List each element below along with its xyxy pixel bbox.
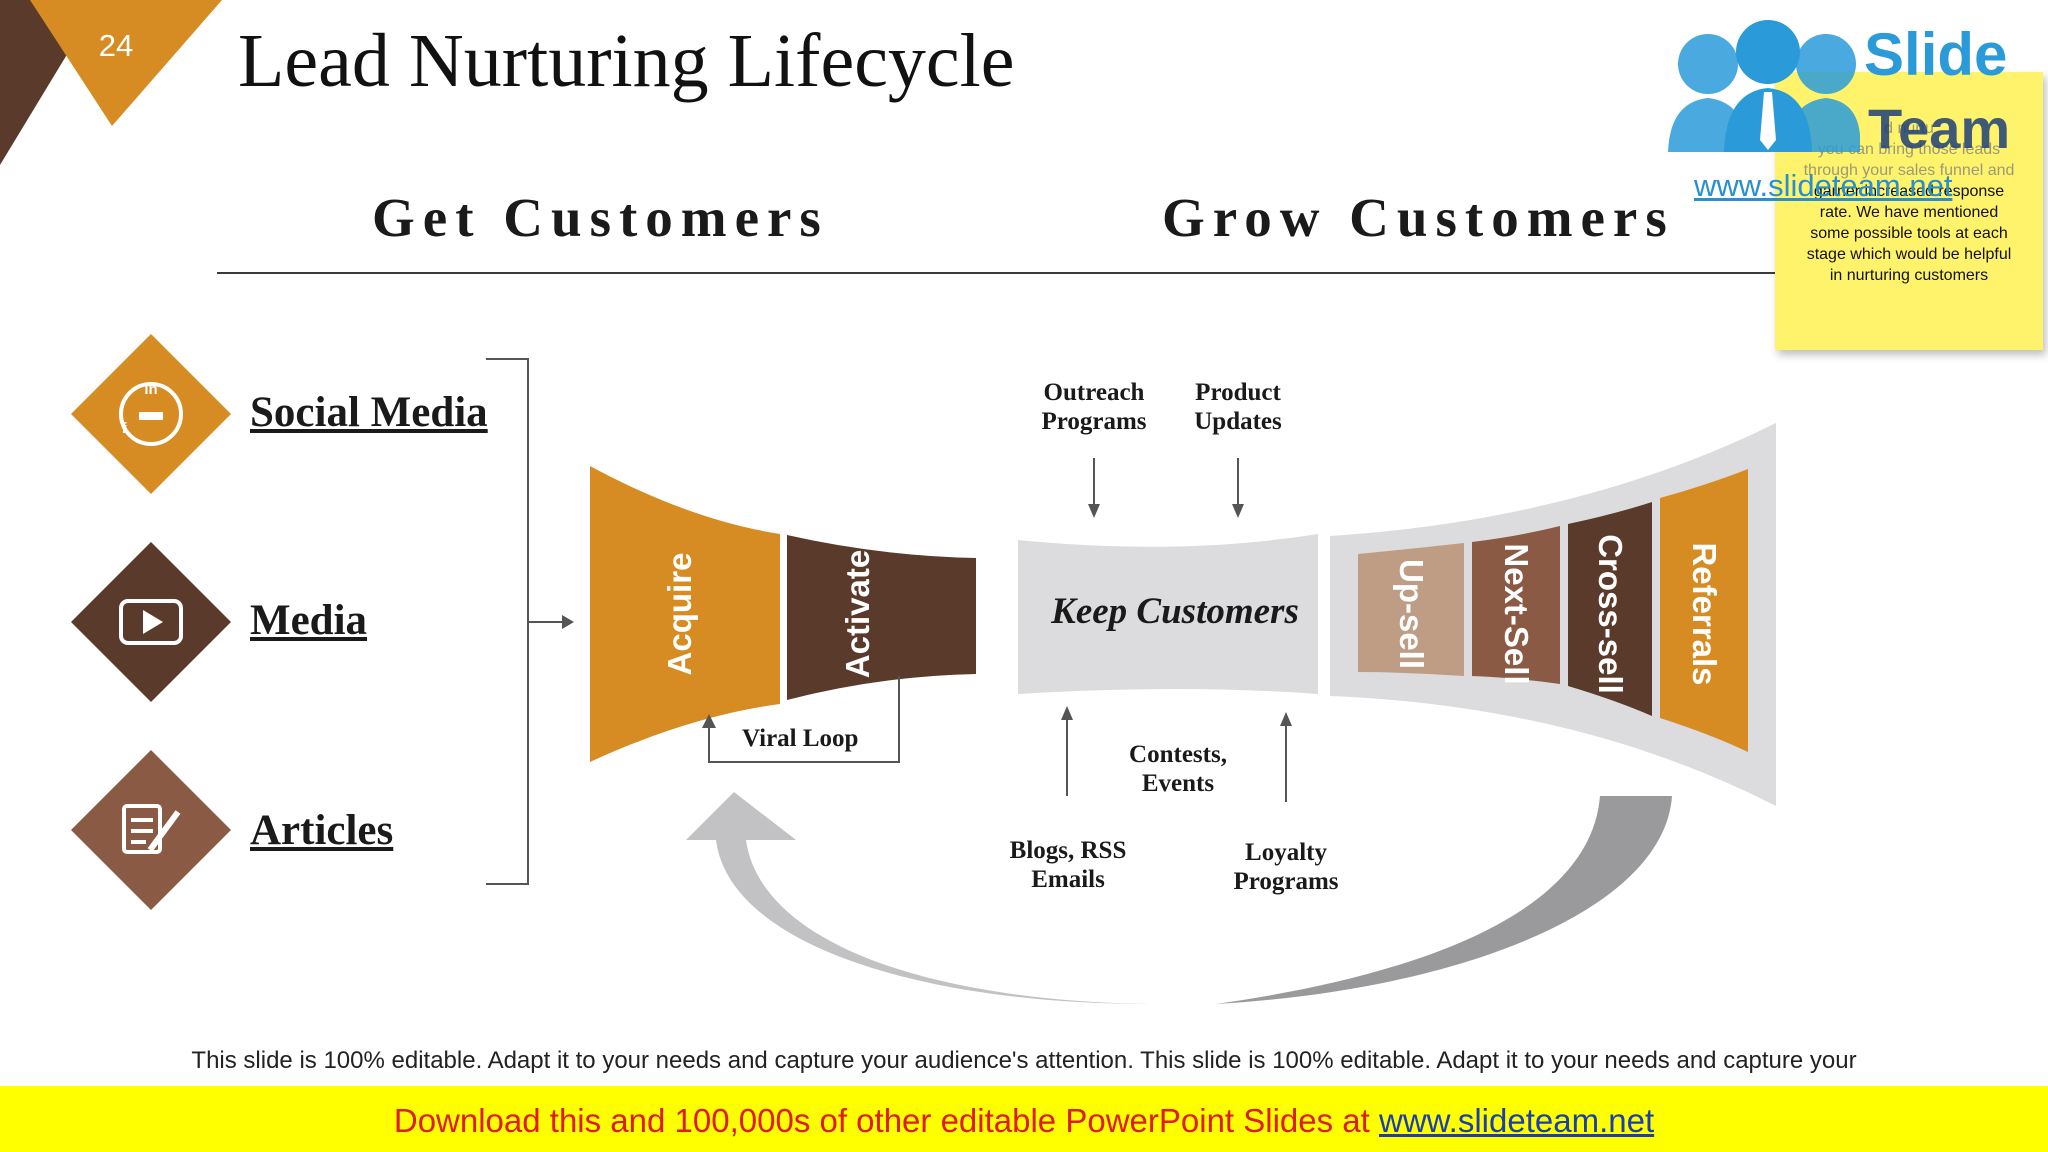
sticky-line-3: some possible tools at each (1810, 225, 2008, 242)
sticky-faint-line-2: you can bring those leads (1817, 141, 2001, 158)
stage-up-sell: Up-sell (1393, 558, 1430, 670)
section-grow-customers: Grow Customers (1162, 187, 1675, 248)
banner-link[interactable]: www.slideteam.net (1379, 1102, 1655, 1139)
slideteam-people-logo-icon (1668, 20, 1860, 152)
slide-title: Lead Nurturing Lifecycle (238, 19, 1015, 103)
keep-customers-label: Keep Customers (1051, 591, 1299, 632)
download-banner (0, 1086, 2048, 1152)
sticky-faint-line-3: through your sales funnel and (1803, 162, 2015, 179)
activate-segment (787, 535, 976, 700)
logo-team-word: Team (1868, 97, 2011, 160)
channel-label-social-media[interactable]: Social Media (250, 389, 488, 436)
logo-url-link[interactable]: www.slideteam.net (1694, 168, 1953, 203)
tool-outreach-line-2: Programs (1041, 408, 1147, 435)
upsell-segment (1358, 543, 1464, 676)
product-arrowhead (1232, 504, 1244, 518)
social-media-icon: in f (119, 381, 183, 446)
play-video-icon (119, 599, 183, 645)
stage-acquire: Acquire (661, 552, 698, 676)
referrals-segment (1660, 469, 1748, 752)
tool-loyalty-programs: Loyalty Programs (1222, 838, 1350, 896)
tool-loyalty-line-1: Loyalty (1245, 839, 1327, 866)
corner-orange-triangle (30, 0, 222, 126)
svg-text:f: f (122, 420, 128, 437)
acquire-segment (590, 466, 780, 762)
tool-product-updates: Product Updates (1180, 378, 1296, 436)
tool-product-line-1: Product (1195, 379, 1281, 406)
tool-contests-line-1: Contests, (1129, 741, 1227, 768)
channel-media-diamond (71, 542, 231, 702)
logo-slide-word: Slide (1864, 21, 2008, 88)
footer-editable-note: This slide is 100% editable. Adapt it to… (191, 1047, 1857, 1074)
stage-referrals: Referrals (1686, 542, 1723, 686)
return-arrow-right (1216, 796, 1672, 1004)
viral-loop-arrowhead (702, 714, 716, 728)
tool-blogs-rss-emails: Blogs, RSS Emails (998, 836, 1138, 894)
banner-prefix: Download this and 100,000s of other edit… (393, 1102, 1379, 1139)
tool-outreach-line-1: Outreach (1043, 379, 1145, 406)
tool-outreach-programs: Outreach Programs (1034, 378, 1154, 436)
channel-label-articles[interactable]: Articles (250, 807, 394, 854)
document-edit-icon (122, 804, 181, 854)
section-divider (217, 272, 1777, 274)
tool-contests-line-2: Events (1141, 770, 1215, 797)
section-get-customers: Get Customers (372, 187, 829, 248)
tool-blogs-line-2: Emails (1031, 866, 1105, 893)
channel-social-media-diamond: in f (71, 334, 231, 494)
loyalty-arrowhead (1280, 712, 1292, 726)
channel-articles-diamond (71, 750, 231, 910)
corner-decoration (0, 0, 222, 165)
channel-label-media[interactable]: Media (250, 597, 368, 644)
blogs-arrowhead (1061, 706, 1073, 720)
stage-next-sell: Next-Sell (1498, 543, 1535, 685)
sticky-line-4: stage which would be helpful (1806, 246, 2012, 263)
tool-contests-events: Contests, Events (1118, 740, 1238, 798)
svg-text:in: in (144, 381, 157, 398)
bracket-arrowhead (562, 615, 574, 629)
tool-product-line-2: Updates (1194, 408, 1282, 435)
sticky-faint-line-1: d nurtu (1884, 120, 1934, 137)
keep-customers-segment (1018, 534, 1318, 694)
sticky-line-5: in nurturing customers (1829, 267, 1989, 284)
crosssell-segment (1568, 502, 1652, 716)
slide-number: 24 (98, 28, 134, 63)
tool-loyalty-line-2: Programs (1233, 868, 1339, 895)
viral-loop-label: Viral Loop (742, 725, 859, 752)
sticky-note-text: d nurtu you can bring those leads throug… (1787, 118, 2031, 286)
channel-bracket (486, 358, 529, 885)
download-banner-text: Download this and 100,000s of other edit… (0, 1102, 2048, 1140)
nextsell-segment (1472, 526, 1560, 684)
return-arrow-left (686, 792, 1148, 1004)
sticky-line-2: rate. We have mentioned (1819, 204, 1999, 221)
stage-cross-sell: Cross-sell (1592, 534, 1629, 694)
stage-activate: Activate (839, 549, 876, 679)
viral-loop-box (708, 676, 900, 763)
sticky-line-1: garner increased response (1813, 183, 2005, 200)
outreach-arrowhead (1088, 504, 1100, 518)
tool-blogs-line-1: Blogs, RSS (1009, 837, 1127, 864)
